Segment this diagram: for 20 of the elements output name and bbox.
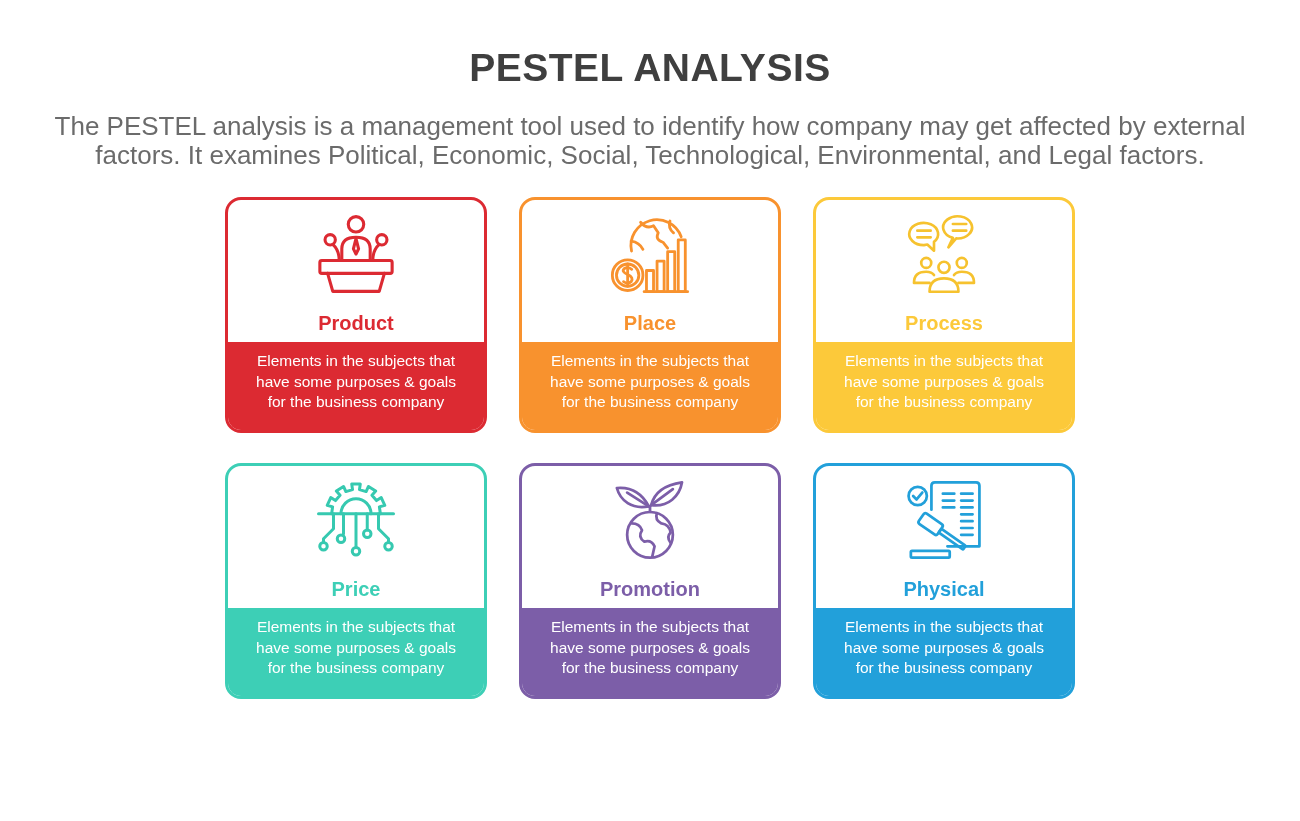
card-title: Process (905, 311, 983, 335)
category-card (519, 197, 781, 433)
category-card (225, 197, 487, 433)
page-title: PESTEL ANALYSIS (469, 45, 831, 91)
card-title: Physical (903, 577, 985, 601)
card-title: Price (331, 577, 381, 601)
card-title: Place (623, 311, 677, 335)
card-description: Elements in the subjects that have some purposes & goals for the business company (255, 617, 457, 678)
card-description: Elements in the subjects that have some purposes & goals for the business company (549, 351, 751, 412)
card-description: Elements in the subjects that have some purposes & goals for the business company (255, 351, 457, 412)
card-title: Product (318, 311, 394, 335)
category-card (225, 463, 487, 699)
card-description: Elements in the subjects that have some purposes & goals for the business company (843, 617, 1045, 678)
card-description: Elements in the subjects that have some purposes & goals for the business company (549, 617, 751, 678)
card-title: Promotion (600, 577, 700, 601)
category-card (813, 463, 1075, 699)
category-card (813, 197, 1075, 433)
category-card (519, 463, 781, 699)
card-description: Elements in the subjects that have some purposes & goals for the business company (843, 351, 1045, 412)
intro-text: The PESTEL analysis is a management tool used to identify how company may get affected by external factors. It examines Political, Economic, Social, Technological, Environmental, and Legal factors. (53, 112, 1247, 170)
